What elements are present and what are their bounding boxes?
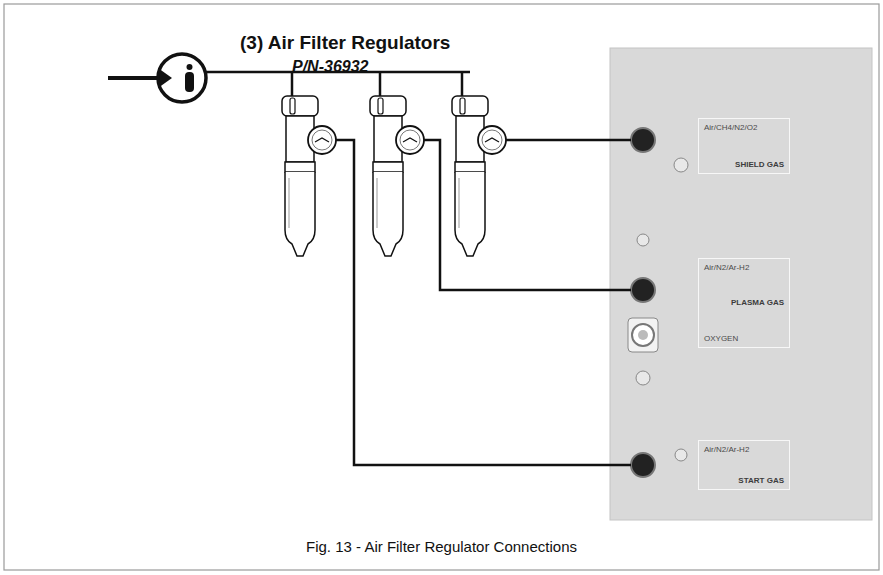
frame: [4, 4, 879, 570]
gas-type-label: Air/CH4/N2/O2: [704, 123, 757, 132]
gas-type-label: Air/N2/Ar-H2: [704, 263, 749, 272]
hose-line: [336, 140, 631, 465]
caption: Fig. 13 - Air Filter Regulator Connectio…: [0, 538, 883, 555]
gas-type-label: OXYGEN: [704, 334, 738, 343]
port-label-box: Air/CH4/N2/O2SHIELD GAS: [698, 118, 790, 174]
gas-port-name: SHIELD GAS: [735, 160, 784, 169]
gas-type-label: Air/N2/Ar-H2: [704, 445, 749, 454]
panel-fittings: [628, 128, 688, 477]
gas-port-name: PLASMA GAS: [731, 298, 784, 307]
port-label-box: Air/N2/Ar-H2START GAS: [698, 440, 790, 490]
title: (3) Air Filter Regulators: [240, 32, 450, 54]
port-label-box: Air/N2/Ar-H2PLASMA GAS OXYGEN: [698, 258, 790, 348]
gas-supply-symbol: [108, 54, 206, 102]
gas-port-name: START GAS: [738, 476, 784, 485]
part-number: P/N-36932: [292, 58, 369, 76]
console-panel: [610, 48, 872, 520]
air-filter-regulator: [370, 96, 424, 256]
air-filter-regulator: [452, 96, 506, 256]
supply-line: [206, 72, 470, 110]
air-filter-regulator: [282, 96, 336, 256]
